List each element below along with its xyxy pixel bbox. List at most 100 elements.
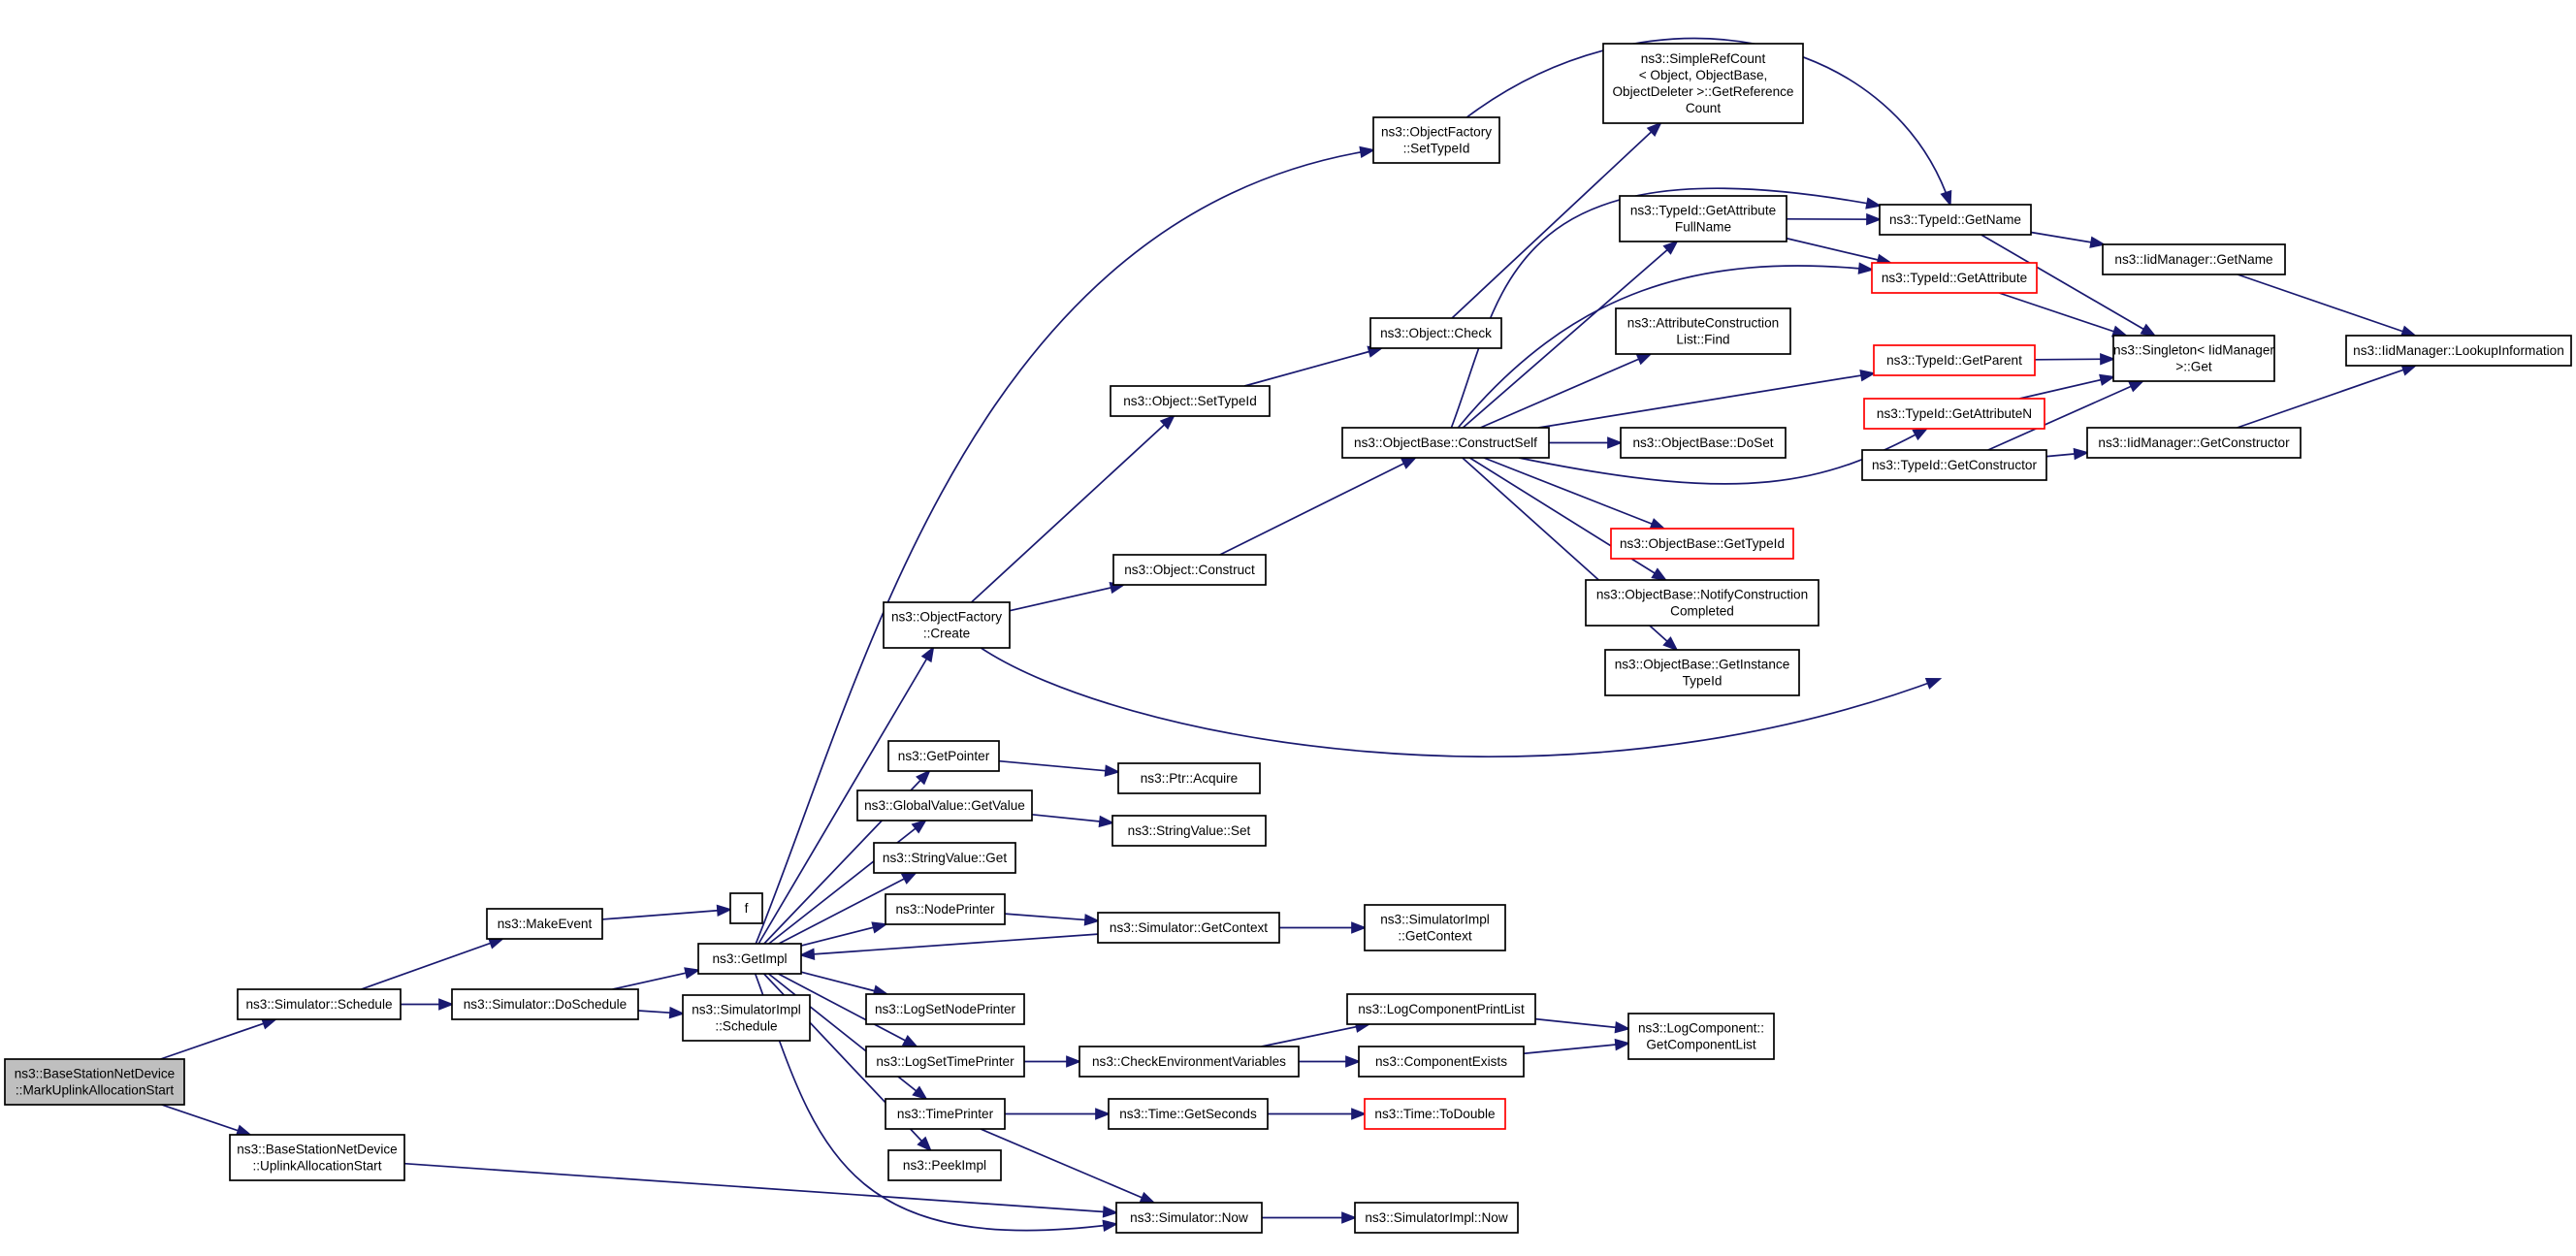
node-box	[883, 601, 1011, 649]
node-box	[1369, 317, 1502, 349]
node-ptracq[interactable]: ns3::Ptr::Acquire	[1117, 762, 1261, 794]
edge-dosched-to-simimplsched	[637, 1006, 686, 1019]
node-label: ::Create	[923, 627, 970, 641]
node-simgetctx[interactable]: ns3::Simulator::GetContext	[1097, 912, 1280, 944]
node-obnotify[interactable]: ns3::ObjectBase::NotifyConstructionCompl…	[1585, 579, 1819, 627]
node-iidgetctor[interactable]: ns3::IidManager::GetConstructor	[2086, 427, 2302, 459]
edge-getimpl-to-lstp	[778, 973, 919, 1048]
edge-ofcreate-to-tidgetctor	[980, 647, 1943, 757]
node-label: ns3::PeekImpl	[903, 1158, 986, 1173]
edge-getptr-to-ptracq	[998, 759, 1121, 777]
node-label: TypeId	[1683, 674, 1723, 689]
node-svset[interactable]: ns3::StringValue::Set	[1111, 815, 1267, 847]
node-box	[2086, 427, 2302, 459]
node-box	[865, 993, 1025, 1025]
node-ofsettid[interactable]: ns3::ObjectFactory::SetTypeId	[1372, 116, 1500, 164]
node-lcgetlist[interactable]: ns3::LogComponent::GetComponentList	[1627, 1013, 1775, 1060]
node-f[interactable]: f	[729, 892, 763, 924]
node-peekimpl[interactable]: ns3::PeekImpl	[887, 1149, 1002, 1181]
node-objsettid[interactable]: ns3::Object::SetTypeId	[1110, 385, 1271, 417]
node-box	[1110, 385, 1271, 417]
call-edges	[160, 37, 2418, 1232]
node-nodeprinter[interactable]: ns3::NodePrinter	[885, 893, 1006, 925]
node-label: ns3::SimulatorImpl	[692, 1003, 801, 1017]
edge-tidgetattr-to-singleton	[1998, 292, 2129, 338]
node-box	[1879, 204, 2032, 236]
node-svget[interactable]: ns3::StringValue::Get	[873, 842, 1016, 874]
node-label: ns3::LogSetTimePrinter	[876, 1054, 1014, 1069]
node-ofcreate[interactable]: ns3::ObjectFactory::Create	[883, 601, 1011, 649]
node-simimplgetctx[interactable]: ns3::SimulatorImpl::GetContext	[1364, 904, 1506, 951]
node-label: ns3::TypeId::GetParent	[1886, 353, 2022, 368]
node-label: ns3::TypeId::GetAttribute	[1630, 204, 1776, 218]
edge-objconstruct-to-obconstself	[1219, 456, 1418, 556]
node-label: ns3::SimulatorImpl::Now	[1365, 1210, 1507, 1225]
node-label: ns3::ObjectBase::DoSet	[1632, 435, 1773, 450]
node-timetodouble[interactable]: ns3::Time::ToDouble	[1364, 1098, 1506, 1130]
node-iidgetname[interactable]: ns3::IidManager::GetName	[2102, 243, 2286, 275]
node-box	[1873, 344, 2036, 376]
node-box	[486, 908, 603, 940]
node-sched[interactable]: ns3::Simulator::Schedule	[237, 988, 402, 1020]
node-uas[interactable]: ns3::BaseStationNetDevice::UplinkAllocat…	[229, 1134, 405, 1181]
node-compexists[interactable]: ns3::ComponentExists	[1358, 1046, 1525, 1078]
edge-sched-to-mkev	[361, 937, 505, 990]
node-gvget[interactable]: ns3::GlobalValue::GetValue	[856, 789, 1033, 821]
node-tidgetattrn[interactable]: ns3::TypeId::GetAttributeN	[1863, 398, 2045, 430]
node-simnow[interactable]: ns3::Simulator::Now	[1115, 1202, 1263, 1234]
node-obdoset[interactable]: ns3::ObjectBase::DoSet	[1620, 427, 1787, 459]
node-label: ns3::IidManager::GetConstructor	[2098, 435, 2290, 450]
node-box	[1861, 449, 2047, 481]
node-box	[885, 1098, 1006, 1130]
node-singleton[interactable]: ns3::Singleton< IidManager>::Get	[2112, 335, 2275, 382]
node-timegetsec[interactable]: ns3::Time::GetSeconds	[1108, 1098, 1269, 1130]
node-label: ::MarkUplinkAllocationStart	[16, 1083, 174, 1098]
node-iidlookup[interactable]: ns3::IidManager::LookupInformation	[2345, 335, 2572, 367]
node-obconstself[interactable]: ns3::ObjectBase::ConstructSelf	[1341, 427, 1550, 459]
node-box	[2112, 335, 2275, 382]
node-box	[887, 740, 1000, 772]
node-objconstruct[interactable]: ns3::Object::Construct	[1112, 554, 1267, 586]
node-label: ns3::MakeEvent	[498, 917, 593, 931]
node-simimplnow[interactable]: ns3::SimulatorImpl::Now	[1354, 1202, 1519, 1234]
node-label: ns3::StringValue::Get	[883, 851, 1007, 865]
node-box	[4, 1058, 185, 1106]
node-getimpl[interactable]: ns3::GetImpl	[697, 943, 802, 975]
node-lcpl[interactable]: ns3::LogComponentPrintList	[1346, 993, 1536, 1025]
node-label: ns3::IidManager::LookupInformation	[2353, 343, 2564, 358]
node-checkenv[interactable]: ns3::CheckEnvironmentVariables	[1079, 1046, 1300, 1078]
node-objcheck[interactable]: ns3::Object::Check	[1369, 317, 1502, 349]
node-box	[1585, 579, 1819, 627]
node-timeprinter[interactable]: ns3::TimePrinter	[885, 1098, 1006, 1130]
node-label: ns3::BaseStationNetDevice	[237, 1143, 397, 1157]
node-mkev[interactable]: ns3::MakeEvent	[486, 908, 603, 940]
node-label: ns3::ObjectBase::GetTypeId	[1620, 536, 1785, 551]
edge-nodeprinter-to-simgetctx	[1004, 913, 1101, 926]
node-lsnp[interactable]: ns3::LogSetNodePrinter	[865, 993, 1025, 1025]
node-root[interactable]: ns3::BaseStationNetDevice::MarkUplinkAll…	[4, 1058, 185, 1106]
node-label: ns3::ComponentExists	[1375, 1054, 1507, 1069]
node-box	[1610, 528, 1794, 560]
node-tidgetname[interactable]: ns3::TypeId::GetName	[1879, 204, 2032, 236]
edge-lstp-to-checkenv	[1024, 1055, 1082, 1068]
node-tidgetparent[interactable]: ns3::TypeId::GetParent	[1873, 344, 2036, 376]
node-label: ns3::ObjectFactory	[891, 610, 1002, 625]
node-obgettid[interactable]: ns3::ObjectBase::GetTypeId	[1610, 528, 1794, 560]
node-dosched[interactable]: ns3::Simulator::DoSchedule	[451, 988, 639, 1020]
node-box	[2102, 243, 2286, 275]
edge-dosched-to-getimpl	[612, 967, 701, 990]
edge-objsettid-to-objcheck	[1243, 345, 1384, 387]
node-box	[229, 1134, 405, 1181]
node-getptr[interactable]: ns3::GetPointer	[887, 740, 1000, 772]
node-tidgetattr[interactable]: ns3::TypeId::GetAttribute	[1871, 262, 2038, 294]
node-box	[1115, 1202, 1263, 1234]
node-tidgetctor[interactable]: ns3::TypeId::GetConstructor	[1861, 449, 2047, 481]
node-simimplsched[interactable]: ns3::SimulatorImpl::Schedule	[682, 994, 811, 1042]
node-lstp[interactable]: ns3::LogSetTimePrinter	[865, 1046, 1025, 1078]
edge-timegetsec-to-timetodouble	[1268, 1108, 1368, 1120]
node-srcount[interactable]: ns3::SimpleRefCount< Object, ObjectBase,…	[1602, 43, 1804, 124]
node-label: ns3::Singleton< IidManager	[2113, 343, 2274, 358]
